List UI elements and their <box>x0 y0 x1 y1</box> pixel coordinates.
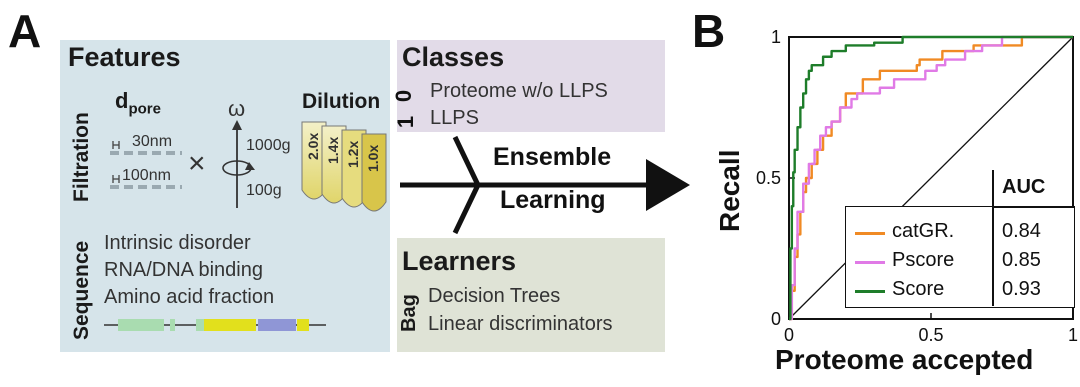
dilution-1-2: 1.2x <box>345 141 361 168</box>
learners-panel <box>397 238 665 352</box>
g-100-label: 100g <box>246 182 282 199</box>
legend-swatch-pscore <box>855 261 885 264</box>
dpore-sub: pore <box>128 100 161 118</box>
panel-b-letter: B <box>692 5 726 57</box>
roc-chart: 00 0.5 0.5 1 1 <box>756 27 1078 345</box>
y-tick-label: 0 <box>771 309 781 329</box>
pore-30-label: 30nm <box>132 133 173 150</box>
legend-divider-v <box>992 170 994 306</box>
dpore-label: dpore <box>115 88 161 117</box>
classes-title: Classes <box>402 42 505 72</box>
class-label-0: Proteome w/o LLPS <box>430 80 608 102</box>
sequence-item-2: Amino acid fraction <box>104 286 275 308</box>
chance-diagonal <box>788 36 1074 320</box>
ensemble-arrow <box>400 135 690 235</box>
panel-a-letter: A <box>8 5 42 57</box>
legend-label-catgr: catGR. <box>892 220 955 242</box>
dilution-1-0: 1.0x <box>365 145 381 172</box>
learners-title: Learners <box>402 246 517 276</box>
legend-auc-score: 0.93 <box>1002 278 1041 300</box>
learner-item-1: Linear discriminators <box>428 313 613 335</box>
y-tick-label: 1 <box>771 27 781 47</box>
legend-divider-h <box>992 206 1074 208</box>
dilution-1-4: 1.4x <box>325 137 341 164</box>
legend-label-score: Score <box>892 278 945 300</box>
legend-swatch-catgr <box>855 232 885 235</box>
legend-auc-header: AUC <box>1002 176 1046 198</box>
legend-auc-pscore: 0.85 <box>1002 249 1041 271</box>
learner-item-0: Decision Trees <box>428 285 561 307</box>
sequence-item-1: RNA/DNA binding <box>104 259 263 281</box>
cross-icon: × <box>188 147 206 180</box>
x-tick-label: 1 <box>1068 325 1078 345</box>
y-tick-label: 0.5 <box>756 168 781 188</box>
dilution-tubes: 2.0x 1.4x 1.2x 1.0x <box>301 121 387 212</box>
omega-label: ω <box>228 96 246 121</box>
roc-line-pscore <box>789 35 1073 321</box>
x-tick-label: 0 <box>784 325 794 345</box>
classes-panel <box>397 40 665 132</box>
legend-swatch-score <box>855 290 885 293</box>
rotation-icon <box>222 120 255 208</box>
class-code-0: 0 <box>391 89 417 103</box>
ensemble-line2: Learning <box>500 186 606 214</box>
pore-diagram <box>110 141 182 189</box>
dilution-label: Dilution <box>302 90 381 113</box>
dilution-2-0: 2.0x <box>305 133 321 160</box>
roc-line-score <box>789 35 1073 321</box>
pore-100-label: 100nm <box>122 167 171 184</box>
dpore-d: d <box>115 88 129 113</box>
x-axis-label: Proteome accepted <box>775 344 1034 375</box>
filtration-label: Filtration <box>70 112 93 202</box>
sequence-label: Sequence <box>70 240 93 340</box>
class-code-1: 1 <box>393 115 419 129</box>
g-1000-label: 1000g <box>246 137 291 154</box>
x-tick-label: 0.5 <box>918 325 943 345</box>
legend-auc-catgr: 0.84 <box>1002 220 1041 242</box>
ensemble-line1: Ensemble <box>493 143 612 171</box>
sequence-item-0: Intrinsic disorder <box>104 232 251 254</box>
class-label-1: LLPS <box>430 107 479 129</box>
legend-label-pscore: Pscore <box>892 249 955 271</box>
features-title: Features <box>68 42 181 72</box>
bag-label: Bag <box>398 294 420 332</box>
sequence-bar <box>104 319 326 331</box>
